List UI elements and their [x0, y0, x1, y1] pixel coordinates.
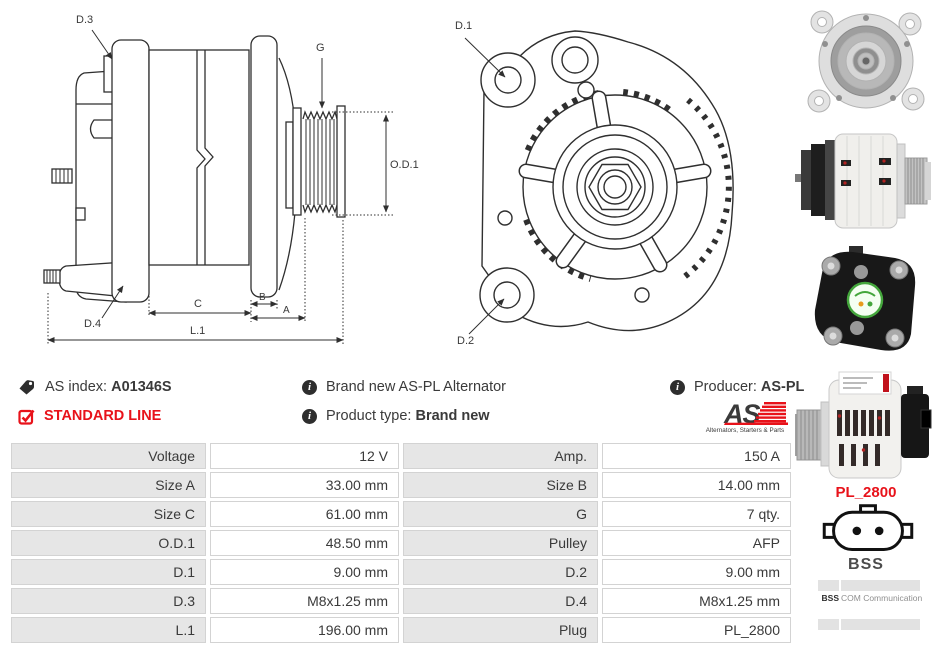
- spec-value-cell: 33.00 mm: [210, 472, 399, 498]
- spec-label-cell: D.2: [403, 559, 598, 585]
- spec-value-cell: M8x1.25 mm: [210, 588, 399, 614]
- spec-value-cell: PL_2800: [602, 617, 791, 643]
- spec-label-cell: O.D.1: [11, 530, 206, 556]
- spec-value-cell: AFP: [602, 530, 791, 556]
- spec-value-cell: 9.00 mm: [602, 559, 791, 585]
- spec-value-cell: 48.50 mm: [210, 530, 399, 556]
- spec-label-cell: D.1: [11, 559, 206, 585]
- plug-type-label: BSS: [848, 556, 884, 573]
- as-pl-logo: AS Alternators, Starters & Parts: [706, 399, 788, 434]
- plug-com-key: BSS: [821, 593, 839, 603]
- dim-label-d3: D.3: [76, 14, 93, 26]
- plug-connector-icon: [822, 504, 914, 551]
- product-type-label: Product type:: [326, 408, 412, 424]
- product-photo-side-left[interactable]: [795, 366, 937, 482]
- plug-table-row: [818, 580, 920, 591]
- dim-label-b: B: [259, 292, 266, 303]
- plug-compat-table: BSS COM Communication: [818, 580, 923, 632]
- brand-desc-row: i Brand new AS-PL Alternator: [302, 377, 506, 397]
- product-photo-front[interactable]: [795, 2, 937, 120]
- producer-row: i Producer: AS-PL: [670, 377, 804, 397]
- producer-value: AS-PL: [760, 379, 805, 395]
- spec-label-cell: Size C: [11, 501, 206, 527]
- spec-label-cell: L.1: [11, 617, 206, 643]
- info-icon: i: [670, 379, 685, 395]
- info-icon: i: [302, 379, 317, 395]
- spec-label-cell: Voltage: [11, 443, 206, 469]
- producer-text: Producer: AS-PL: [694, 379, 804, 395]
- as-index-value: A01346S: [111, 379, 172, 395]
- plug-name-label: PL_2800: [835, 484, 897, 501]
- dim-label-d4: D.4: [84, 318, 101, 330]
- spec-value-cell: 61.00 mm: [210, 501, 399, 527]
- dim-label-l1: L.1: [190, 325, 205, 337]
- spec-label-cell: Pulley: [403, 530, 598, 556]
- product-type-text: Product type: Brand new: [326, 408, 490, 424]
- as-index-text: AS index: A01346S: [45, 379, 172, 395]
- spec-value-cell: 196.00 mm: [210, 617, 399, 643]
- as-logo-caption: Alternators, Starters & Parts: [706, 427, 784, 434]
- standard-line-label: STANDARD LINE: [44, 408, 162, 424]
- spec-label-cell: Size B: [403, 472, 598, 498]
- dim-label-d2: D.2: [457, 335, 474, 347]
- spec-label-cell: D.4: [403, 588, 598, 614]
- tag-icon: [19, 380, 34, 395]
- spec-value-cell: 14.00 mm: [602, 472, 791, 498]
- info-icon: i: [302, 408, 317, 424]
- spec-value-cell: 12 V: [210, 443, 399, 469]
- as-index-label: AS index:: [45, 379, 108, 395]
- checkbox-icon: [18, 409, 35, 425]
- as-index-row: AS index: A01346S: [18, 377, 172, 397]
- dim-label-c: C: [194, 298, 202, 310]
- spec-value-cell: 9.00 mm: [210, 559, 399, 585]
- front-view-technical-drawing: D.1 D.2: [455, 20, 734, 347]
- spec-label-cell: D.3: [11, 588, 206, 614]
- plug-table-row: [818, 619, 920, 630]
- dim-label-g: G: [316, 42, 325, 54]
- spec-value-cell: 150 A: [602, 443, 791, 469]
- side-view-technical-drawing: D.3 G O.D.1 D.4 C B A L.1: [43, 14, 419, 344]
- product-type-row: i Product type: Brand new: [302, 406, 490, 426]
- plug-table-row: BSS COM Communication: [818, 593, 923, 604]
- spec-value-cell: M8x1.25 mm: [602, 588, 791, 614]
- product-photo-side-right[interactable]: [795, 122, 937, 238]
- dim-label-d1: D.1: [455, 20, 472, 32]
- spec-label-cell: G: [403, 501, 598, 527]
- spec-label-cell: Size A: [11, 472, 206, 498]
- brand-desc-text: Brand new AS-PL Alternator: [326, 379, 507, 395]
- spec-label-cell: Plug: [403, 617, 598, 643]
- producer-label: Producer:: [694, 379, 757, 395]
- spec-value-cell: 7 qty.: [602, 501, 791, 527]
- product-type-value: Brand new: [415, 408, 490, 424]
- spec-label-cell: Amp.: [403, 443, 598, 469]
- dim-label-a: A: [283, 305, 290, 316]
- product-photo-rear[interactable]: [795, 242, 937, 362]
- plug-table-row: [818, 606, 920, 617]
- plug-com-value: COM Communication: [841, 593, 923, 603]
- standard-line-row: STANDARD LINE: [18, 406, 161, 426]
- dim-label-od1: O.D.1: [390, 159, 419, 171]
